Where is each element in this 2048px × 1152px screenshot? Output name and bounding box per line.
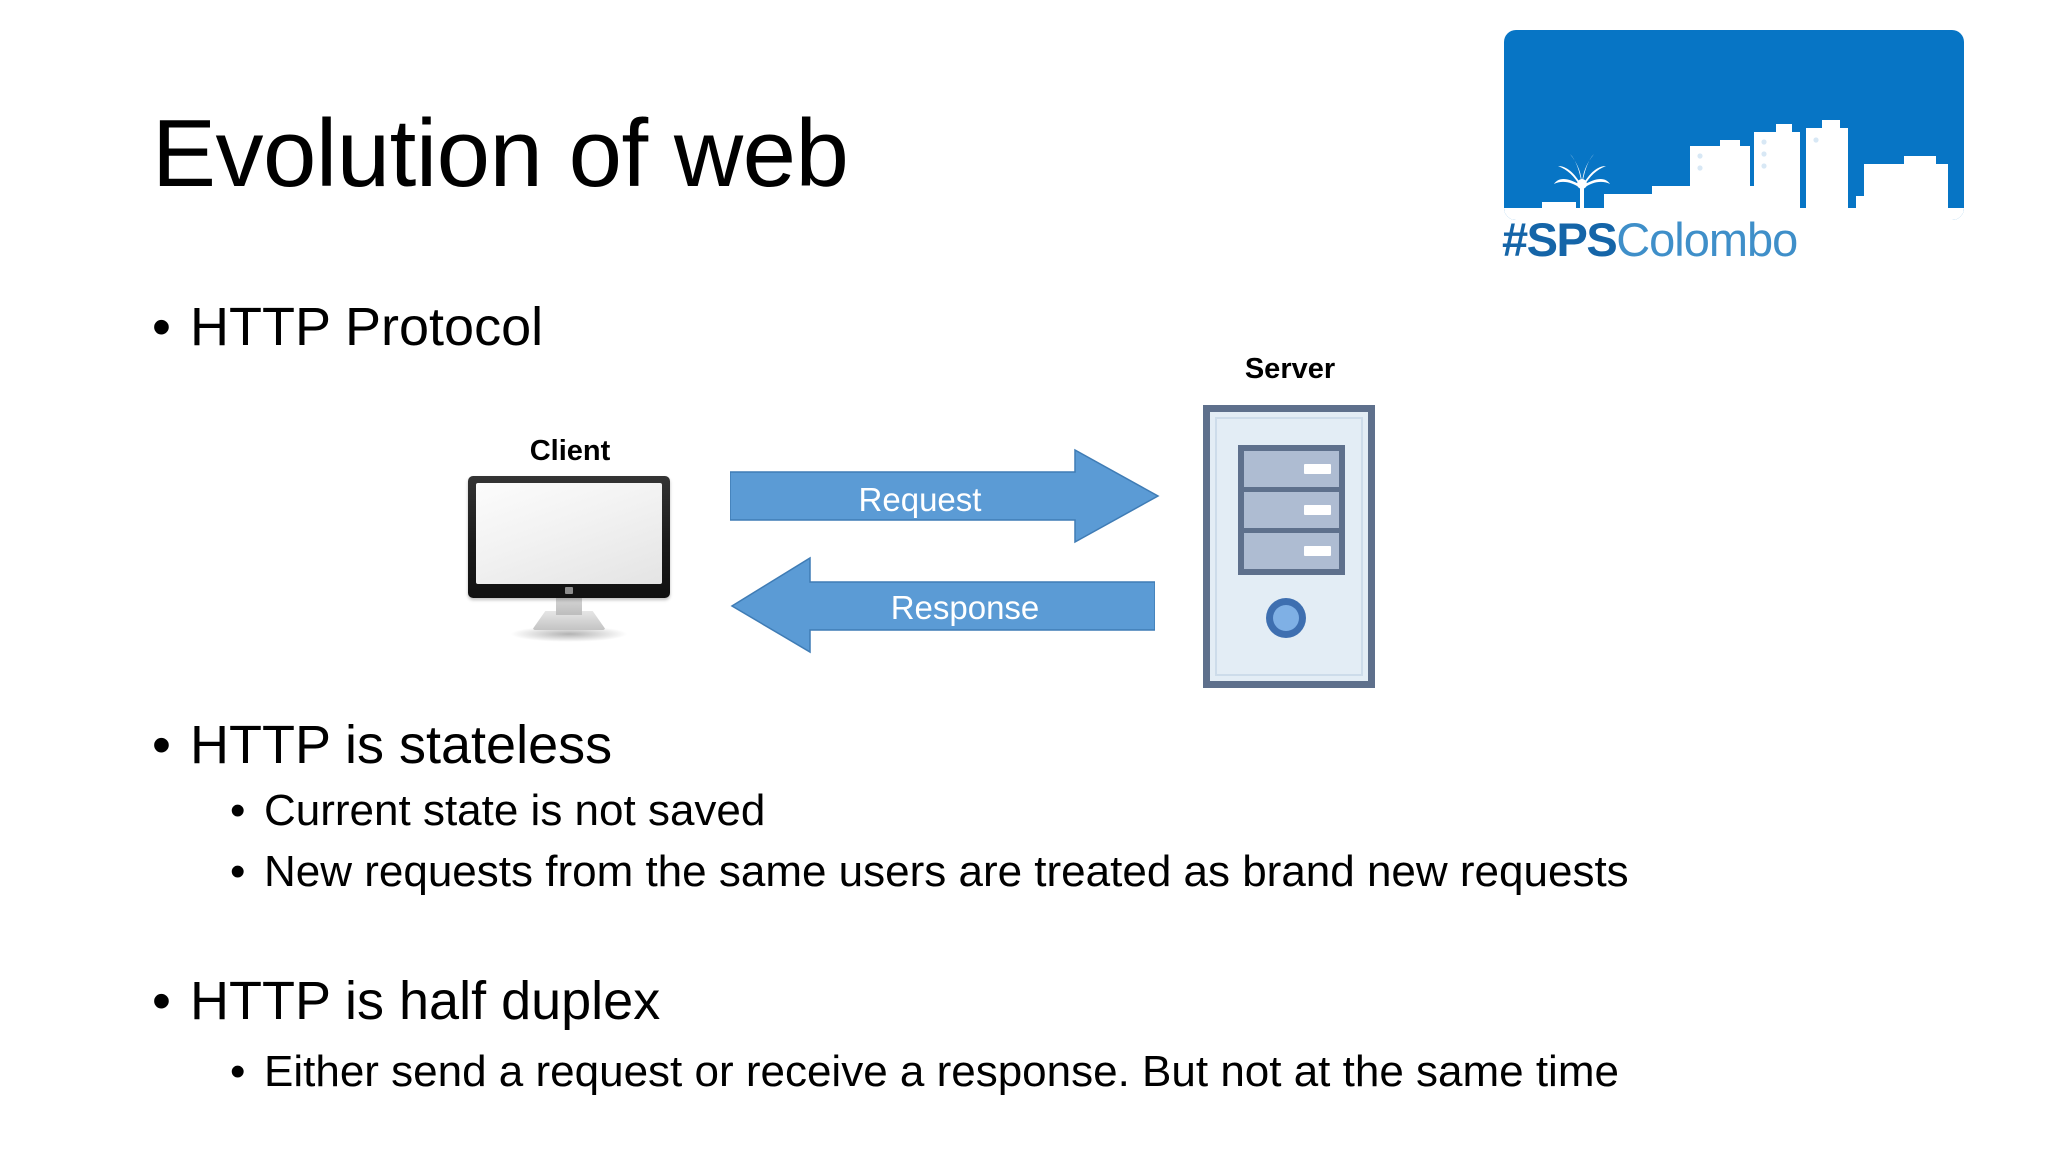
sps-colombo-logo: #SPSColombo <box>1494 30 1974 280</box>
monitor-screen <box>476 483 662 584</box>
server-label: Server <box>1244 353 1336 385</box>
response-arrow-label: Response <box>890 589 1040 626</box>
logo-wordmark: #SPSColombo <box>1502 213 1798 266</box>
bullet-either-send-or-receive: • Either send a request or receive a resp… <box>230 1047 1619 1098</box>
bullet-marker: • <box>230 786 246 835</box>
bullet-marker: • <box>230 1047 246 1096</box>
server-drive-bays <box>1238 445 1345 575</box>
server-bay-slot <box>1304 505 1331 515</box>
bullet-http-stateless: • HTTP is stateless <box>152 714 612 776</box>
server-inner-outline <box>1215 417 1363 676</box>
page-title: Evolution of web <box>152 100 849 207</box>
bullet-text: HTTP is stateless <box>190 715 613 775</box>
bullet-marker: • <box>152 971 171 1031</box>
bullet-text: New requests from the same users are tre… <box>264 847 1629 896</box>
bullet-new-requests-brand-new: • New requests from the same users are tr… <box>230 847 1629 898</box>
server-bay <box>1244 451 1339 487</box>
logo-card <box>1504 30 1964 220</box>
bullet-text: Current state is not saved <box>264 786 766 835</box>
bullet-http-half-duplex: • HTTP is half duplex <box>152 970 660 1032</box>
bullet-marker: • <box>152 297 171 357</box>
bullet-text: HTTP is half duplex <box>190 971 661 1031</box>
logo-hash-text: #SPS <box>1502 213 1618 266</box>
monitor-neck <box>556 597 582 615</box>
bullet-text: HTTP Protocol <box>190 297 544 357</box>
server-power-button-icon <box>1266 598 1306 638</box>
monitor-brand-dot <box>565 587 573 594</box>
bullet-current-state-not-saved: • Current state is not saved <box>230 786 765 837</box>
arrow-left-icon <box>730 556 1156 654</box>
monitor-base <box>532 611 606 630</box>
server-tower-icon <box>1203 405 1375 688</box>
computer-monitor-icon <box>468 476 670 642</box>
server-bay-slot <box>1304 464 1331 474</box>
server-bay <box>1244 492 1339 528</box>
request-arrow: Request <box>729 448 1160 544</box>
server-power-button-center <box>1273 605 1299 631</box>
response-arrow: Response <box>730 554 1156 654</box>
bullet-text: Either send a request or receive a respo… <box>264 1047 1619 1096</box>
bullet-marker: • <box>152 715 171 775</box>
logo-city-text: Colombo <box>1616 213 1798 266</box>
server-bay <box>1244 533 1339 569</box>
request-arrow-label: Request <box>858 481 982 518</box>
bullet-http-protocol: • HTTP Protocol <box>152 296 543 358</box>
arrow-right-icon <box>729 448 1160 544</box>
monitor-bezel <box>468 476 670 598</box>
server-bay-slot <box>1304 546 1331 556</box>
monitor-shadow <box>510 626 628 642</box>
city-skyline-icon <box>1504 120 1964 220</box>
client-label: Client <box>529 435 611 467</box>
bullet-marker: • <box>230 847 246 896</box>
